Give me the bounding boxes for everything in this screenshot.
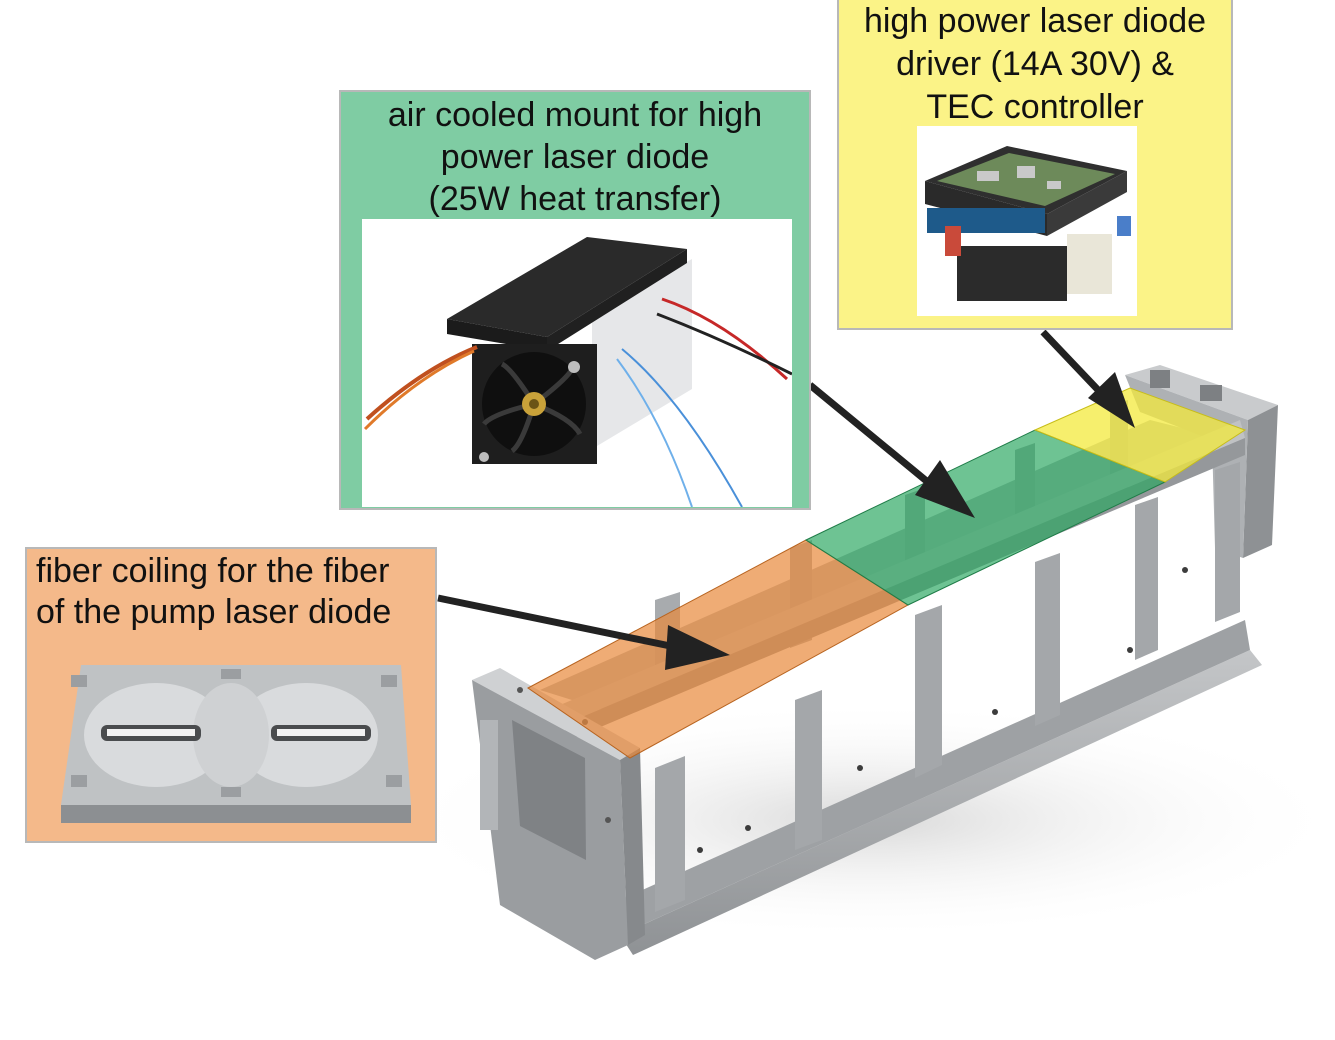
near-end-frame (472, 668, 645, 960)
rail-holes (697, 567, 1188, 853)
fiber-coiling-label: fiber coiling for the fiber of the pump … (36, 552, 392, 631)
air-cooled-mount-callout: air cooled mount for high power laser di… (339, 90, 811, 510)
laser-driver-label: high power laser diode driver (14A 30V) … (863, 2, 1207, 126)
fan-mount-photo (362, 219, 792, 507)
front-lower-rail-face (620, 620, 1250, 935)
fiber-coiling-callout: fiber coiling for the fiber of the pump … (25, 547, 437, 843)
front-lower-rail (620, 650, 1262, 955)
laser-driver-callout: high power laser diode driver (14A 30V) … (837, 0, 1233, 330)
air-cooled-mount-label: air cooled mount for high power laser di… (387, 96, 763, 218)
arrow-fiber (437, 594, 730, 670)
front-posts (655, 462, 1240, 912)
fiber-coil-tray-image (41, 655, 421, 835)
driver-board-photo (917, 126, 1137, 316)
arrow-driver (1040, 329, 1135, 428)
arrow-mount (807, 382, 975, 518)
